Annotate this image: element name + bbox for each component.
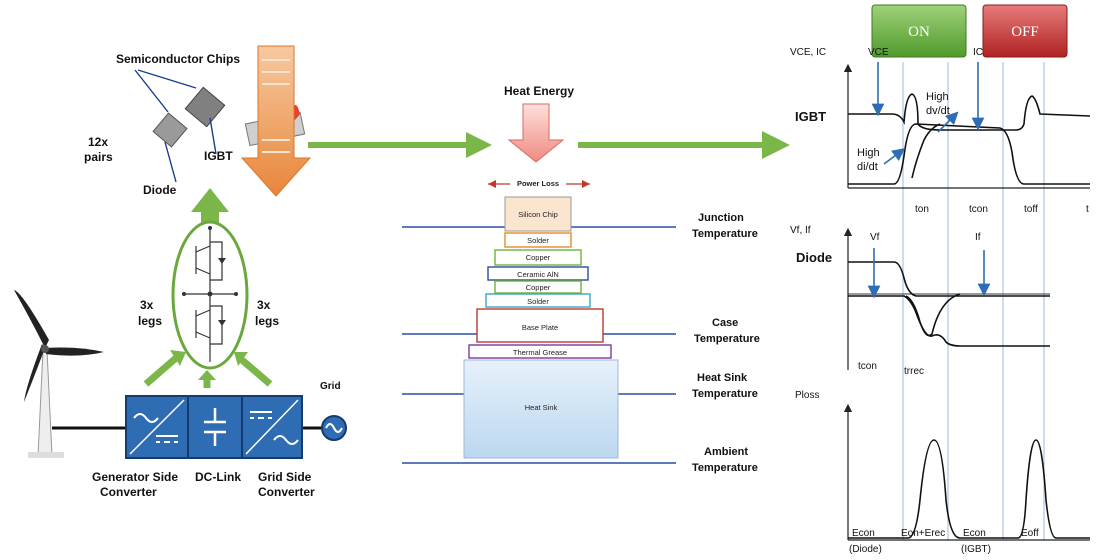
heat-energy-label: Heat Energy bbox=[504, 84, 574, 98]
legs-left-1: 3x bbox=[140, 298, 154, 312]
junction-label-2: Temperature bbox=[692, 228, 758, 240]
green-arrow-up bbox=[191, 188, 229, 228]
off-label: OFF bbox=[1011, 24, 1039, 40]
wind-turbine-icon bbox=[14, 290, 104, 458]
ambient-label-1: Ambient bbox=[704, 446, 748, 458]
layer-solder-1 bbox=[504, 232, 572, 248]
case-label-1: Case bbox=[712, 317, 738, 329]
layer-ceramic-aln bbox=[487, 266, 589, 281]
green-arrow-right-leg bbox=[239, 357, 273, 387]
layer-thermal-grease bbox=[468, 344, 612, 359]
layer-thermal-grease-label: Thermal Grease bbox=[513, 348, 567, 357]
semiconductor-section: Semiconductor Chips 12x pairs IGBT Diode bbox=[84, 45, 312, 197]
eon-erec-label: Eon+Erec bbox=[901, 528, 945, 539]
vce-label: VCE bbox=[868, 47, 889, 58]
legs-left-2: legs bbox=[138, 314, 162, 328]
off-state-box bbox=[982, 4, 1068, 58]
layer-solder-2-label: Solder bbox=[527, 297, 549, 306]
tcon-label: tcon bbox=[969, 204, 988, 215]
if-label: If bbox=[975, 232, 981, 243]
diode-waveform-label: Diode bbox=[796, 250, 832, 265]
vf-label: Vf bbox=[870, 232, 880, 243]
layer-silicon-chip-label: Silicon Chip bbox=[518, 210, 558, 219]
ton-label: ton bbox=[915, 204, 929, 215]
igbt-waveform-label: IGBT bbox=[795, 109, 826, 124]
toff-label: toff bbox=[1024, 204, 1038, 215]
chip-pointer-lines bbox=[134, 69, 217, 183]
igbt-chip bbox=[184, 86, 226, 128]
pairs-12x-label-1: 12x bbox=[88, 135, 108, 149]
layer-solder-2 bbox=[485, 293, 591, 308]
ic-waveform bbox=[848, 123, 1090, 185]
waveform-axes bbox=[843, 63, 1090, 541]
eoff-label: Eoff bbox=[1021, 528, 1039, 539]
high-dv-label-1: High bbox=[926, 91, 949, 103]
gen-side-label-2: Converter bbox=[100, 485, 157, 499]
heat-arrow-stripes bbox=[262, 59, 290, 153]
layer-silicon-chip bbox=[504, 196, 572, 232]
legs-right-1: 3x bbox=[257, 298, 271, 312]
dc-link-label: DC-Link bbox=[195, 470, 241, 484]
igbt-chip-label: IGBT bbox=[204, 149, 233, 163]
legs-right-2: legs bbox=[255, 314, 279, 328]
gen-side-label-1: Generator Side bbox=[92, 470, 178, 484]
layer-copper-1 bbox=[494, 249, 582, 266]
green-arrow-left-leg bbox=[143, 355, 179, 387]
tcon2-label: tcon bbox=[858, 361, 877, 372]
layer-copper-2 bbox=[494, 280, 582, 294]
ploss-axis-label: Ploss bbox=[795, 390, 819, 401]
ambient-label-2: Temperature bbox=[692, 462, 758, 474]
converter-row bbox=[125, 395, 347, 459]
on-label: ON bbox=[908, 24, 930, 40]
econ-diode-label-1: Econ bbox=[852, 528, 875, 539]
vce-waveform bbox=[848, 93, 1091, 131]
dc-link-box bbox=[187, 395, 243, 459]
transistor-lines bbox=[195, 245, 211, 339]
case-label-2: Temperature bbox=[694, 333, 760, 345]
layer-copper-1-label: Copper bbox=[526, 253, 551, 262]
vf-if-axis-label: Vf, If bbox=[790, 225, 811, 236]
layer-solder-1-label: Solder bbox=[527, 236, 549, 245]
t-label: t bbox=[1086, 204, 1089, 215]
heatsink-label-2: Temperature bbox=[692, 388, 758, 400]
layer-copper-2-label: Copper bbox=[526, 283, 551, 292]
grid-side-label-1: Grid Side bbox=[258, 470, 312, 484]
leg-circuit bbox=[171, 220, 249, 370]
high-di-label-2: di/dt bbox=[857, 161, 878, 173]
dv-dt-arrow bbox=[937, 111, 959, 133]
high-dv-label-2: dv/dt bbox=[926, 105, 950, 117]
layer-base-plate bbox=[476, 308, 604, 343]
ic-label: IC bbox=[973, 47, 983, 58]
layer-heat-sink bbox=[463, 359, 619, 459]
timing-lines bbox=[902, 62, 1045, 540]
econ-igbt-label-2: (IGBT) bbox=[961, 544, 991, 555]
heatsink-label-1: Heat Sink bbox=[697, 372, 748, 384]
if-waveform bbox=[848, 295, 1050, 347]
layer-ceramic-aln-label: Ceramic AlN bbox=[517, 270, 559, 279]
ploss-waveform bbox=[848, 439, 1090, 539]
pairs-12x-label-2: pairs bbox=[84, 150, 113, 164]
grid-label: Grid bbox=[320, 381, 341, 392]
econ-igbt-label-1: Econ bbox=[963, 528, 986, 539]
on-state-box bbox=[871, 4, 967, 58]
econ-diode-label-2: (Diode) bbox=[849, 544, 882, 555]
di-dt-arrow bbox=[883, 148, 906, 165]
diode-chip-label: Diode bbox=[143, 183, 177, 197]
diode-chip bbox=[152, 112, 188, 148]
vf-waveform bbox=[848, 261, 1050, 297]
layer-stack: Silicon Chip Solder Copper Ceramic AlN C… bbox=[463, 196, 619, 459]
trrec-label: trrec bbox=[904, 366, 924, 377]
layer-base-plate-label: Base Plate bbox=[522, 323, 558, 332]
junction-label-1: Junction bbox=[698, 212, 744, 224]
high-di-label-1: High bbox=[857, 147, 880, 159]
vce-ic-axis-label: VCE, IC bbox=[790, 47, 826, 58]
grid-side-label-2: Converter bbox=[258, 485, 315, 499]
power-loss-label: Power Loss bbox=[517, 179, 559, 188]
semiconductor-chips-label: Semiconductor Chips bbox=[116, 52, 240, 66]
heat-down-arrow bbox=[240, 45, 312, 197]
heat-energy-arrow bbox=[507, 103, 565, 163]
layer-heat-sink-label: Heat Sink bbox=[525, 403, 558, 412]
